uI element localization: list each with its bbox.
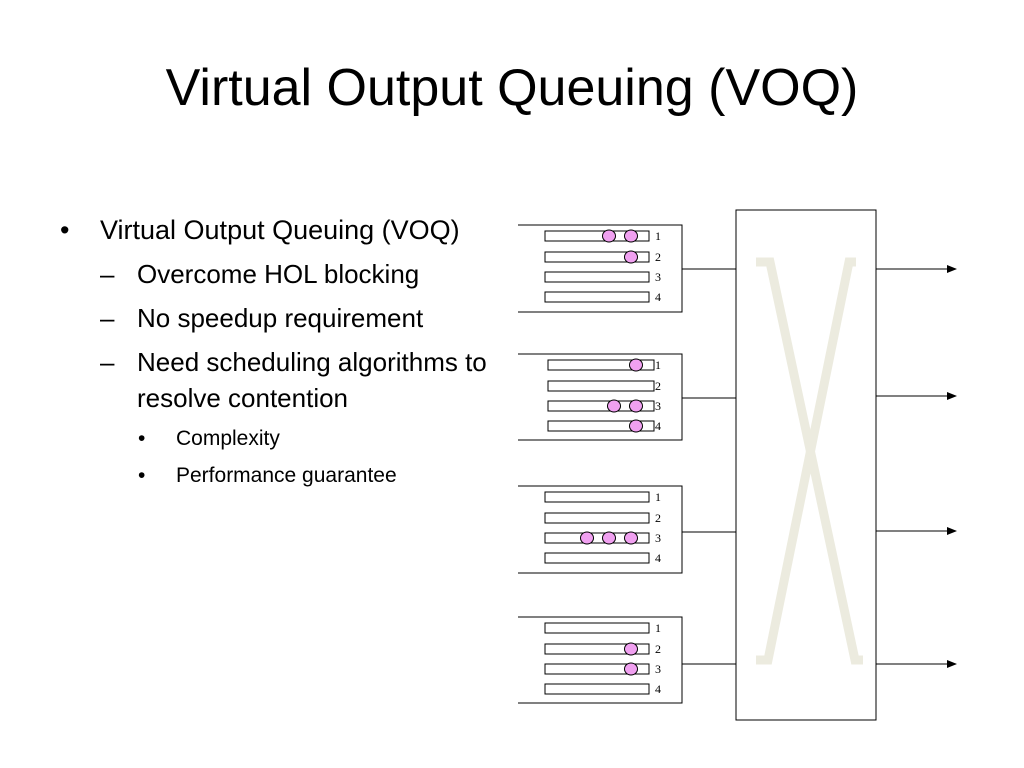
queue-label: 4 (655, 551, 661, 565)
queue-label: 1 (655, 358, 661, 372)
output-arrows (876, 265, 957, 668)
bullet-dot-icon: • (138, 464, 146, 487)
packet-cell (624, 642, 638, 656)
virtual-output-queue (544, 532, 650, 544)
sub-bullet-text: Overcome HOL blocking (137, 259, 420, 289)
packet-cell (607, 399, 621, 413)
sub-bullet-text: No speedup requirement (137, 303, 424, 333)
virtual-output-queue (544, 622, 650, 634)
virtual-output-queue (544, 271, 650, 283)
virtual-output-queue (547, 400, 655, 412)
queue-label: 2 (655, 511, 661, 525)
queue-label: 2 (655, 250, 661, 264)
virtual-output-queue (547, 380, 655, 392)
input-buffer-frame (518, 616, 683, 704)
queue-label: 4 (655, 419, 661, 433)
queue-label: 4 (655, 290, 661, 304)
queue-label: 1 (655, 621, 661, 635)
queue-label: 3 (655, 399, 661, 413)
packet-cell (624, 229, 638, 243)
virtual-output-queue (544, 643, 650, 655)
input-port: 1 2 3 4 (518, 616, 736, 704)
bullet-dot-icon: • (60, 215, 70, 245)
packet-cell (624, 662, 638, 676)
packet-cell (624, 250, 638, 264)
packet-cell (602, 229, 616, 243)
virtual-output-queue (544, 230, 650, 242)
queue-label: 1 (655, 490, 661, 504)
dash-icon: – (100, 259, 115, 289)
bullet-voq: • Virtual Output Queuing (VOQ) (60, 212, 500, 248)
subsub-bullet-performance: • Performance guarantee (60, 461, 500, 491)
sub-bullet-hol: – Overcome HOL blocking (60, 256, 500, 292)
dash-icon: – (100, 303, 115, 333)
queue-label: 3 (655, 270, 661, 284)
virtual-output-queue (544, 663, 650, 675)
sub-bullet-text: Need scheduling algorithms to resolve co… (137, 347, 487, 413)
bullet-list: • Virtual Output Queuing (VOQ) – Overcom… (60, 212, 500, 498)
queue-label: 1 (655, 229, 661, 243)
sub-bullet-scheduling: – Need scheduling algorithms to resolve … (60, 344, 500, 416)
packet-cell (629, 419, 643, 433)
subsub-bullet-complexity: • Complexity (60, 424, 500, 454)
input-ports: 1 2 3 4 1 2 3 4 1 2 3 4 1 2 3 4 (518, 224, 736, 704)
input-port: 1 2 3 4 (518, 224, 736, 313)
bullet-text: Virtual Output Queuing (VOQ) (100, 215, 460, 245)
input-buffer-frame (518, 485, 683, 574)
input-port: 1 2 3 4 (518, 353, 736, 441)
crossbar-switch (735, 209, 877, 721)
slide-title: Virtual Output Queuing (VOQ) (165, 59, 859, 117)
crossbar-bar (756, 257, 856, 665)
queue-label: 2 (655, 642, 661, 656)
virtual-output-queue (547, 420, 655, 432)
subsub-bullet-text: Performance guarantee (176, 464, 397, 487)
virtual-output-queue (544, 291, 650, 303)
packet-cell (602, 531, 616, 545)
dash-icon: – (100, 347, 115, 377)
queue-label: 3 (655, 531, 661, 545)
virtual-output-queue (544, 552, 650, 564)
queue-label: 4 (655, 682, 661, 696)
input-buffer-frame (518, 353, 683, 441)
subsub-bullet-text: Complexity (176, 427, 280, 450)
queue-label: 3 (655, 662, 661, 676)
virtual-output-queue (544, 512, 650, 524)
virtual-output-queue (544, 683, 650, 695)
packet-cell (624, 531, 638, 545)
sub-bullet-speedup: – No speedup requirement (60, 300, 500, 336)
packet-cell (629, 358, 643, 372)
input-port: 1 2 3 4 (518, 485, 736, 574)
packet-cell (629, 399, 643, 413)
virtual-output-queue (544, 251, 650, 263)
bullet-dot-icon: • (138, 427, 146, 450)
virtual-output-queue (547, 359, 655, 371)
packet-cell (580, 531, 594, 545)
queue-label: 2 (655, 379, 661, 393)
virtual-output-queue (544, 491, 650, 503)
